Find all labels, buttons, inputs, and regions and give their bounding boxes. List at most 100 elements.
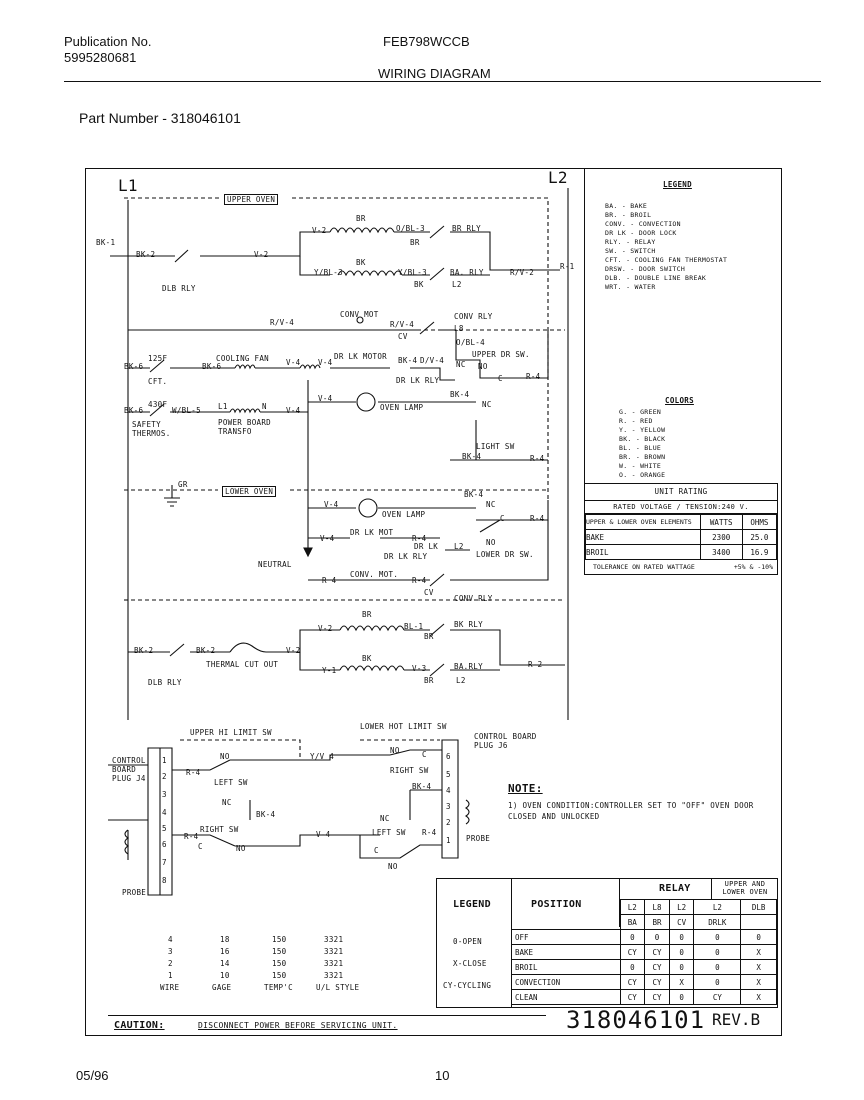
relay-sub-header: BR [644, 914, 670, 930]
pin-number: 4 [446, 786, 451, 795]
relay-label: BR RLY [452, 224, 481, 233]
wire-label: BK-4 [256, 810, 276, 819]
relay-label: CV [424, 588, 434, 597]
wire-table-cell: 2 [168, 959, 173, 968]
component-label: CONV MOT [340, 310, 379, 319]
wire-label: V-4 [316, 830, 331, 839]
wire-table-header-cell: TEMP'C [264, 983, 293, 992]
wire-table-cell: 150 [272, 935, 287, 944]
thermostat-label: CFT. [148, 377, 168, 386]
limit-switch-label: UPPER HI LIMIT SW [190, 728, 272, 737]
relay-state-cell: 0 [693, 959, 742, 975]
wire-label: D/V-4 [420, 356, 445, 365]
abbreviation-item: DLB. - DOUBLE LINE BREAK [605, 274, 707, 282]
thermostat-label: 430F [148, 400, 168, 409]
position-cell: OFF [511, 929, 621, 945]
caution-label: CAUTION: [114, 1020, 165, 1031]
switch-label: C [198, 842, 203, 851]
legend-code: CY-CYCLING [443, 981, 492, 990]
relay-label: BK [414, 280, 424, 289]
wire-label: R/V-4 [390, 320, 415, 329]
pin-number: 3 [446, 802, 451, 811]
abbreviation-item: BA. - BAKE [605, 202, 648, 210]
switch-label: C [498, 374, 503, 383]
pin-number: 5 [446, 770, 451, 779]
wire-label: V-4 [318, 394, 333, 403]
relay-state-cell: CY [693, 989, 742, 1005]
element-label: BK [356, 258, 366, 267]
part-stamp: 318046101 [566, 1006, 706, 1034]
switch-label: LEFT SW [372, 828, 406, 837]
publication-number: 5995280681 [64, 50, 137, 65]
switch-label: C [500, 514, 505, 523]
relay-label: CONV RLY [454, 312, 493, 321]
wire-table-cell: 150 [272, 947, 287, 956]
wire-label: V-2 [286, 646, 301, 655]
wire-label: R-1 [560, 262, 575, 271]
component-label: COOLING FAN [216, 354, 269, 363]
switch-label: NC [222, 798, 232, 807]
switch-label: NO [478, 362, 488, 371]
wire-label: V-2 [254, 250, 269, 259]
switch-label: LOWER DR SW. [476, 550, 534, 559]
wire-label: BK-2 [196, 646, 216, 655]
switch-label: NC [380, 814, 390, 823]
relay-legend-table: LEGEND 0-OPEN X-CLOSE CY-CYCLING POSITIO… [436, 878, 778, 1008]
wire-label: V-2 [312, 226, 327, 235]
wire-table-header-cell: U/L STYLE [316, 983, 360, 992]
unit-rating-subtitle: RATED VOLTAGE / TENSION:240 V. [585, 501, 777, 514]
relay-state-cell: CY [619, 974, 646, 990]
wire-label: BK-4 [464, 490, 484, 499]
pin-number: 6 [162, 840, 167, 849]
wire-label: BK-4 [398, 356, 418, 365]
limit-switch-label: LOWER HOT LIMIT SW [360, 722, 447, 731]
legend-code: X-CLOSE [453, 959, 487, 968]
switch-label: NO [388, 862, 398, 871]
abbreviation-item: SW. - SWITCH [605, 247, 656, 255]
pin-number: 1 [446, 836, 451, 845]
relay-state-cell: 0 [668, 944, 695, 960]
wire-table-cell: 16 [220, 947, 230, 956]
wire-label: R-4 [412, 576, 427, 585]
wire-label: Y/BL-3 [314, 268, 343, 277]
abbreviation-item: CONV. - CONVECTION [605, 220, 681, 228]
wire-table-cell: 1 [168, 971, 173, 980]
wire-label: R-4 [526, 372, 541, 381]
wire-label: BK-4 [412, 782, 432, 791]
l2-label: L2 [548, 168, 568, 187]
relay-heading: RELAY [659, 883, 691, 894]
relay-label: BA. RLY [450, 268, 484, 277]
wire-table-cell: 150 [272, 959, 287, 968]
wire-label: R-4 [184, 832, 199, 841]
relay-sub-header [740, 914, 777, 930]
color-item: R. - RED [619, 417, 653, 425]
position-cell: BAKE [511, 944, 621, 960]
position-cell: CLEAN [511, 989, 621, 1005]
relay-state-cell: 0 [644, 929, 670, 945]
relay-state-cell: 0 [619, 929, 646, 945]
relay-label: L2 [452, 280, 462, 289]
diagram-frame [85, 168, 782, 1036]
wire-label: V-4 [286, 358, 301, 367]
switch-label: NO [390, 746, 400, 755]
rating-cell: BAKE [585, 529, 701, 545]
switch-label: NC [482, 400, 492, 409]
wire-table-cell: 3321 [324, 959, 344, 968]
pin-number: 3 [162, 790, 167, 799]
probe-label: PROBE [466, 834, 491, 843]
wire-table-cell: 3 [168, 947, 173, 956]
relay-label: DR LK [414, 542, 439, 551]
wire-table-cell: 3321 [324, 947, 344, 956]
rating-col-header: UPPER & LOWER OVEN ELEMENTS [585, 514, 701, 530]
pin-number: 8 [162, 876, 167, 885]
rating-cell: BROIL [585, 544, 701, 560]
color-item: O. - ORANGE [619, 471, 666, 479]
relay-state-cell: 0 [668, 929, 695, 945]
relay-sub-header: DRLK [693, 914, 742, 930]
wire-label: R/V-2 [510, 268, 535, 277]
relay-state-cell: CY [644, 974, 670, 990]
